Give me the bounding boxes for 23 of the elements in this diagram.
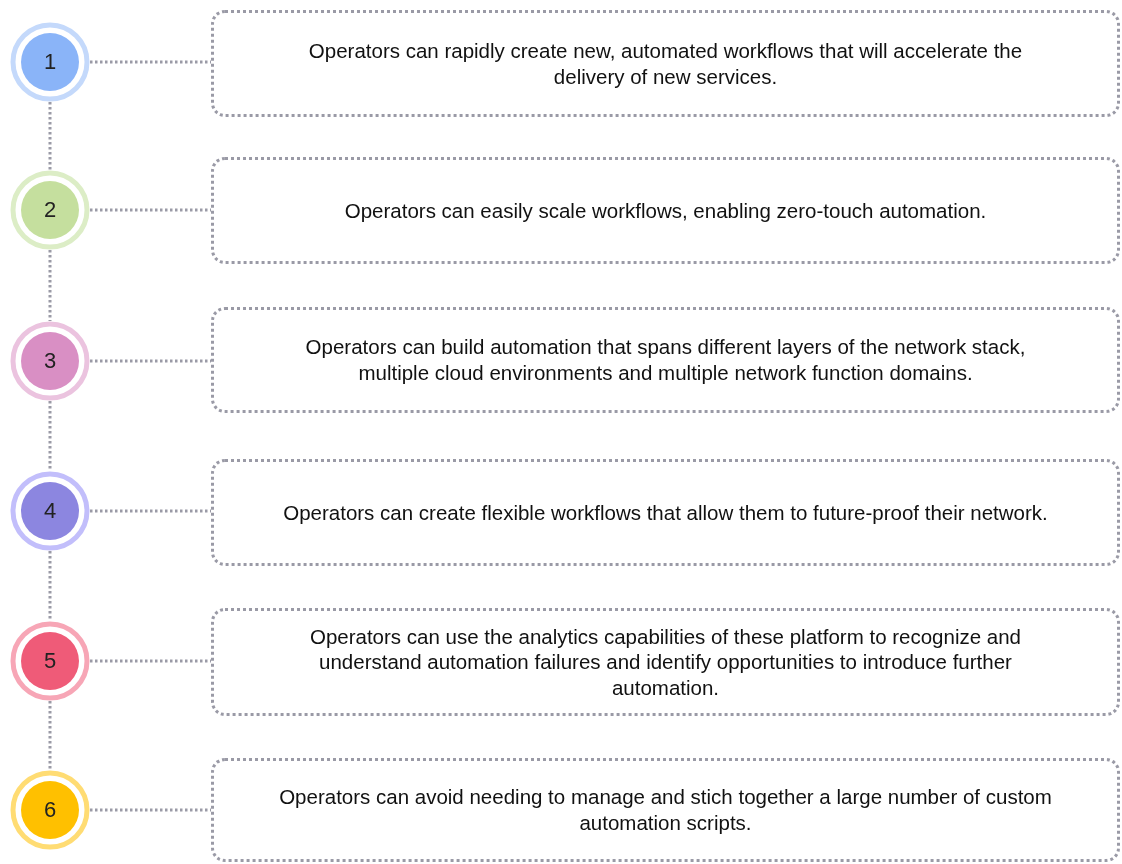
dotted-connector <box>90 808 211 812</box>
dotted-connector <box>90 359 211 363</box>
number-circle: 4 <box>10 471 90 551</box>
dotted-connector <box>90 659 211 663</box>
dotted-connector <box>48 701 52 770</box>
description-box: Operators can create flexible workflows that allow them to future-proof their network. <box>211 459 1120 566</box>
number-circle: 6 <box>10 770 90 850</box>
dotted-connector <box>90 208 211 212</box>
description-box: Operators can easily scale workflows, enabling zero-touch automation. <box>211 157 1120 264</box>
number-circle: 1 <box>10 22 90 102</box>
dotted-connector <box>90 60 211 64</box>
number-circle: 5 <box>10 621 90 701</box>
description-box: Operators can avoid needing to manage and stich together a large number of custom automation scripts. <box>211 758 1120 862</box>
dotted-connector <box>48 250 52 321</box>
dotted-connector <box>48 102 52 170</box>
description-box: Operators can use the analytics capabilities of these platform to recognize and understand automation failures and identify opportunities to introduce further automation. <box>211 608 1120 716</box>
number-circle: 3 <box>10 321 90 401</box>
description-box: Operators can rapidly create new, automated workflows that will accelerate the delivery of new services. <box>211 10 1120 117</box>
description-box: Operators can build automation that spans different layers of the network stack, multiple cloud environments and multiple network function domains. <box>211 307 1120 413</box>
dotted-connector <box>48 401 52 471</box>
number-circle: 2 <box>10 170 90 250</box>
dotted-connector <box>90 509 211 513</box>
dotted-connector <box>48 551 52 621</box>
